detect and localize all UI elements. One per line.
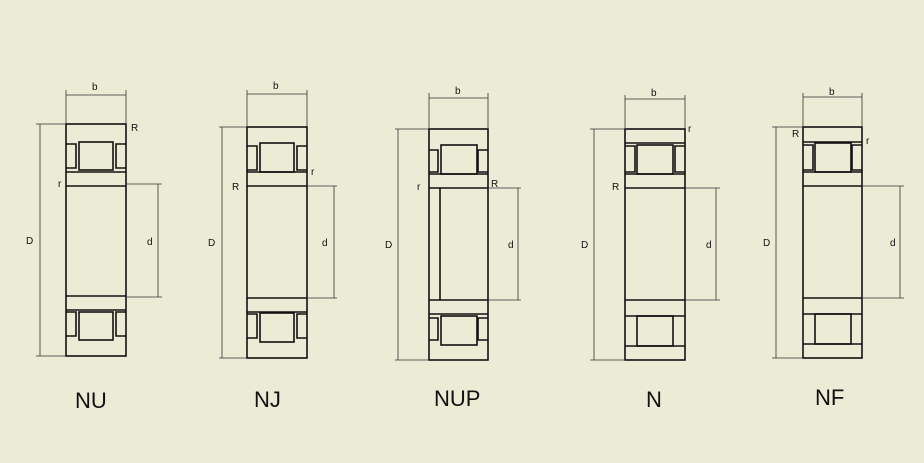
bearing-nf-outline	[802, 126, 863, 359]
label-r: r	[866, 136, 870, 147]
label-r: r	[58, 179, 62, 190]
label-D: D	[208, 238, 215, 249]
label-d: d	[890, 238, 896, 249]
label-D: D	[26, 236, 33, 247]
bearing-nup-outline	[428, 128, 489, 361]
label-b: b	[92, 82, 98, 93]
label-d: d	[147, 237, 153, 248]
label-R: R	[232, 182, 239, 193]
label-r: r	[688, 124, 692, 135]
label-R: R	[612, 182, 619, 193]
label-b: b	[829, 87, 835, 98]
label-d: d	[706, 240, 712, 251]
label-b: b	[651, 88, 657, 99]
bearing-nu-outline	[65, 123, 127, 357]
label-r: r	[311, 167, 315, 178]
bearing-n-outline	[624, 128, 686, 361]
bearing-type-label: N	[646, 387, 662, 412]
label-D: D	[763, 238, 770, 249]
bearing-nj-outline	[246, 126, 308, 359]
label-b: b	[455, 86, 461, 97]
bearing-type-label: NJ	[254, 387, 281, 412]
bearing-n: b D d R r N	[581, 88, 720, 412]
bearing-type-label: NUP	[434, 386, 480, 411]
label-R: R	[131, 123, 138, 134]
label-D: D	[385, 240, 392, 251]
label-b: b	[273, 81, 279, 92]
label-D: D	[581, 240, 588, 251]
bearing-type-label: NU	[75, 388, 107, 413]
label-d: d	[322, 238, 328, 249]
label-d: d	[508, 240, 514, 251]
label-R: R	[491, 179, 498, 190]
bearing-type-label: NF	[815, 385, 844, 410]
bearing-nf: b D d R r NF	[763, 87, 904, 410]
bearing-nup: b D d R r NUP	[385, 86, 521, 411]
bearing-nu: b D d R r NU	[26, 82, 162, 413]
label-R: R	[792, 129, 799, 140]
bearing-nj: b D d R r NJ	[208, 81, 337, 412]
label-r: r	[417, 182, 421, 193]
